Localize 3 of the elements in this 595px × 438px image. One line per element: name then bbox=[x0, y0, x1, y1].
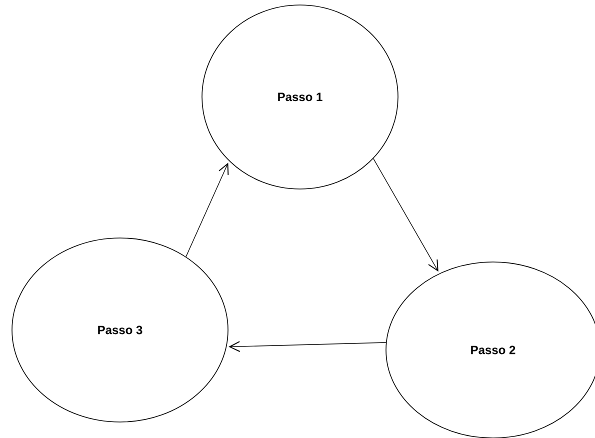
arrow bbox=[186, 162, 229, 258]
arrow bbox=[228, 341, 386, 352]
arrow bbox=[373, 158, 438, 272]
